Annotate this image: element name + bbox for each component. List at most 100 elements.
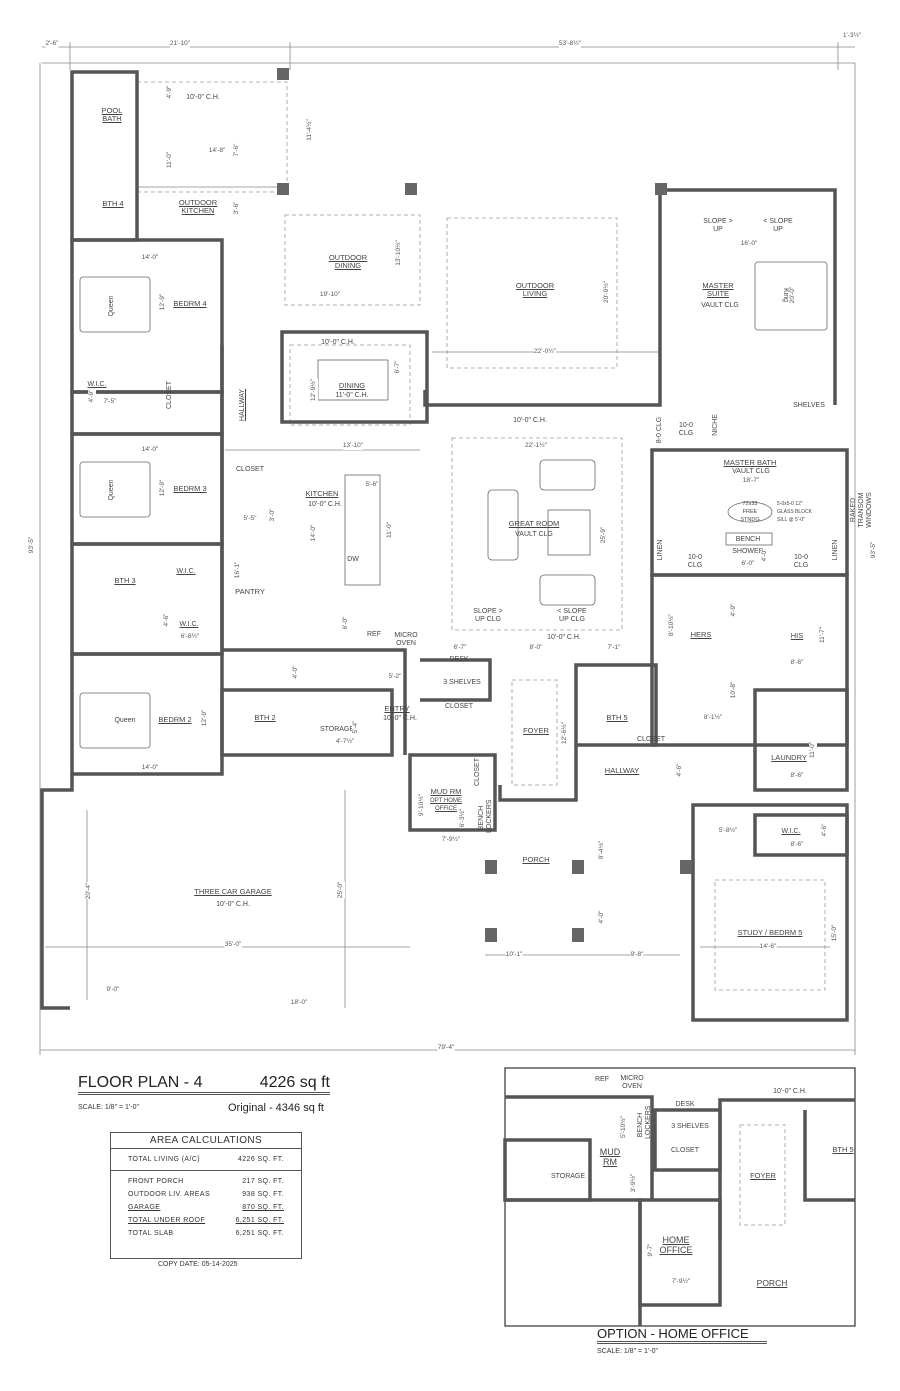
ceiling-height-label: 10'-0" C.H. — [383, 715, 417, 722]
dimension-label: 5'-8½" — [718, 827, 738, 835]
room-label-foyer: FOYER — [750, 1171, 776, 1180]
room-label-pool-bath: POOL BATH — [101, 106, 123, 123]
dimension-label: 12'-9½" — [310, 379, 318, 401]
ceiling-note: 10-0 CLG — [793, 554, 809, 569]
room-label-laundry: LAUNDRY — [771, 753, 807, 762]
dimension-label: 11'-0" — [386, 521, 394, 539]
dimension-label: 14'-0" — [141, 764, 159, 772]
shelves-label: 3 SHELVES — [671, 1123, 709, 1130]
room-label-entry: ENTRY — [384, 704, 410, 713]
dimension-label: 6'-3½" — [459, 808, 467, 828]
dimension-label: 7'-6" — [233, 143, 241, 157]
dimension-label: 4'-9" — [730, 603, 738, 617]
plan-title: FLOOR PLAN - 4 4226 sq ft — [78, 1074, 330, 1095]
tub-label: 72x33 FREE STNDG — [740, 501, 760, 523]
room-label-garage: THREE CAR GARAGE — [194, 887, 272, 896]
appliance-label-ref: REF — [367, 631, 381, 638]
ceiling-height-label: 10'-0" C.H. — [773, 1088, 807, 1095]
dimension-label: 4'-6" — [163, 613, 171, 627]
dimension-label: 6'-0" — [342, 616, 350, 630]
room-label-bedrm3: BEDRM 3 — [173, 484, 207, 493]
window-note: RAKED TRANSOM WINDOWS — [850, 492, 873, 528]
dimension-label: 2'-6" — [45, 40, 59, 48]
dimension-label: 4'-7½" — [335, 738, 355, 746]
room-label-shelves: SHELVES — [793, 402, 825, 409]
room-label-bth2: BTH 2 — [254, 713, 276, 722]
area-value: 217 SQ. FT. — [242, 1178, 284, 1185]
ceiling-note: VAULT CLG — [701, 302, 739, 309]
desk-label: DESK — [675, 1101, 695, 1108]
room-label-wic: W.I.C. — [781, 828, 801, 835]
bench-lockers-label: BENCH LOCKERS — [478, 799, 493, 833]
room-label-foyer: FOYER — [523, 726, 549, 735]
area-row: TOTAL SLAB 6,251 SQ. FT. — [111, 1227, 301, 1240]
ceiling-note: 10-0 CLG — [678, 422, 694, 437]
dimension-label: 12'-9" — [159, 293, 167, 311]
dimension-label: 20'-0" — [789, 286, 797, 304]
dimension-label: 5'-4" — [352, 720, 360, 734]
posts — [277, 68, 692, 942]
dimension-label: 20'-4" — [85, 882, 93, 900]
shelves-label: 3 SHELVES — [443, 679, 481, 686]
area-calculations-table: AREA CALCULATIONS TOTAL LIVING (A/C) 422… — [110, 1132, 302, 1259]
room-label-study: STUDY / BEDRM 5 — [737, 928, 803, 937]
dimension-label: 12'-9" — [159, 479, 167, 497]
dimension-label: 7'-1" — [607, 644, 621, 652]
dimension-label: 11'-4½" — [306, 119, 314, 141]
room-label-great-room: GREAT ROOM — [508, 519, 560, 528]
room-note-opt-office: OPT HOME OFFICE — [430, 798, 462, 812]
slope-note: < SLOPE UP CLG — [557, 608, 587, 623]
area-row-total-living: TOTAL LIVING (A/C) 4226 SQ. FT. — [111, 1153, 301, 1166]
room-label-hallway: HALLWAY — [239, 388, 246, 422]
area-label: FRONT PORCH — [128, 1178, 184, 1185]
appliance-label-dishwasher: DW — [347, 556, 359, 563]
room-label-hers: HERS — [690, 630, 712, 639]
plan-scale: SCALE: 1/8" = 1'-0" — [78, 1104, 139, 1111]
room-label-closet: CLOSET — [474, 757, 481, 787]
ceiling-height-label: 10'-0" C.H. — [547, 634, 581, 641]
dimension-label: 22'-1½" — [525, 442, 547, 450]
dimension-label: 18'-0" — [290, 999, 308, 1007]
ceiling-height-label: 11'-0" C.H. — [335, 392, 369, 399]
dimension-label: 14'-6" — [759, 943, 777, 951]
room-label-outdoor-dining: OUTDOOR DINING — [328, 253, 368, 270]
dimension-label: 8'-1½" — [703, 714, 723, 722]
dimension-label: 9'-7" — [647, 1243, 655, 1257]
dimension-label: 7'-9½" — [671, 1278, 691, 1286]
room-label-wic: W.I.C. — [176, 568, 196, 575]
area-value: 938 SQ. FT. — [242, 1191, 284, 1198]
original-sqft: Original - 4346 sq ft — [228, 1102, 324, 1114]
dimension-label: 93'-5" — [28, 536, 36, 554]
room-label-master-suite: MASTER SUITE — [702, 281, 734, 298]
bench-lockers-label: BENCH LOCKERS — [637, 1105, 652, 1139]
area-value: 4226 SQ. FT. — [237, 1156, 284, 1163]
ceiling-height-label: 10'-0" C.H. — [308, 501, 342, 508]
room-label-bedrm2: BEDRM 2 — [158, 715, 192, 724]
area-label: TOTAL LIVING (A/C) — [128, 1156, 201, 1163]
room-label-niche: NICHE — [712, 414, 719, 436]
walls — [40, 70, 849, 1022]
area-value: 6,251 SQ. FT. — [235, 1230, 284, 1237]
ceiling-note: 8-0 CLG — [656, 416, 663, 444]
dimension-label: 10'-8" — [730, 681, 738, 699]
area-label: TOTAL SLAB — [128, 1230, 174, 1237]
dimension-label: 11'-7" — [819, 626, 827, 644]
bed-label-queen: Queen — [108, 479, 115, 501]
dimension-label: 5'-2" — [388, 673, 402, 681]
bench-label: BENCH — [735, 536, 761, 543]
dimension-label: 8'-6" — [790, 841, 804, 849]
dimension-label: 19'-10" — [319, 291, 341, 299]
room-label-wic: W.I.C. — [87, 381, 107, 388]
area-label: GARAGE — [128, 1204, 161, 1211]
room-label-shower: SHOWER — [732, 548, 764, 555]
dimension-label: 6'-7" — [453, 644, 467, 652]
dimension-label: 9'-0" — [106, 986, 120, 994]
dimension-label: 6'-0" — [741, 560, 755, 568]
slope-note: SLOPE > UP CLG — [473, 608, 503, 623]
dimension-label: 16'-0" — [740, 240, 758, 248]
option-scale: SCALE: 1/8" = 1'-0" — [597, 1348, 658, 1355]
dimension-label: 5'-6" — [365, 481, 379, 489]
